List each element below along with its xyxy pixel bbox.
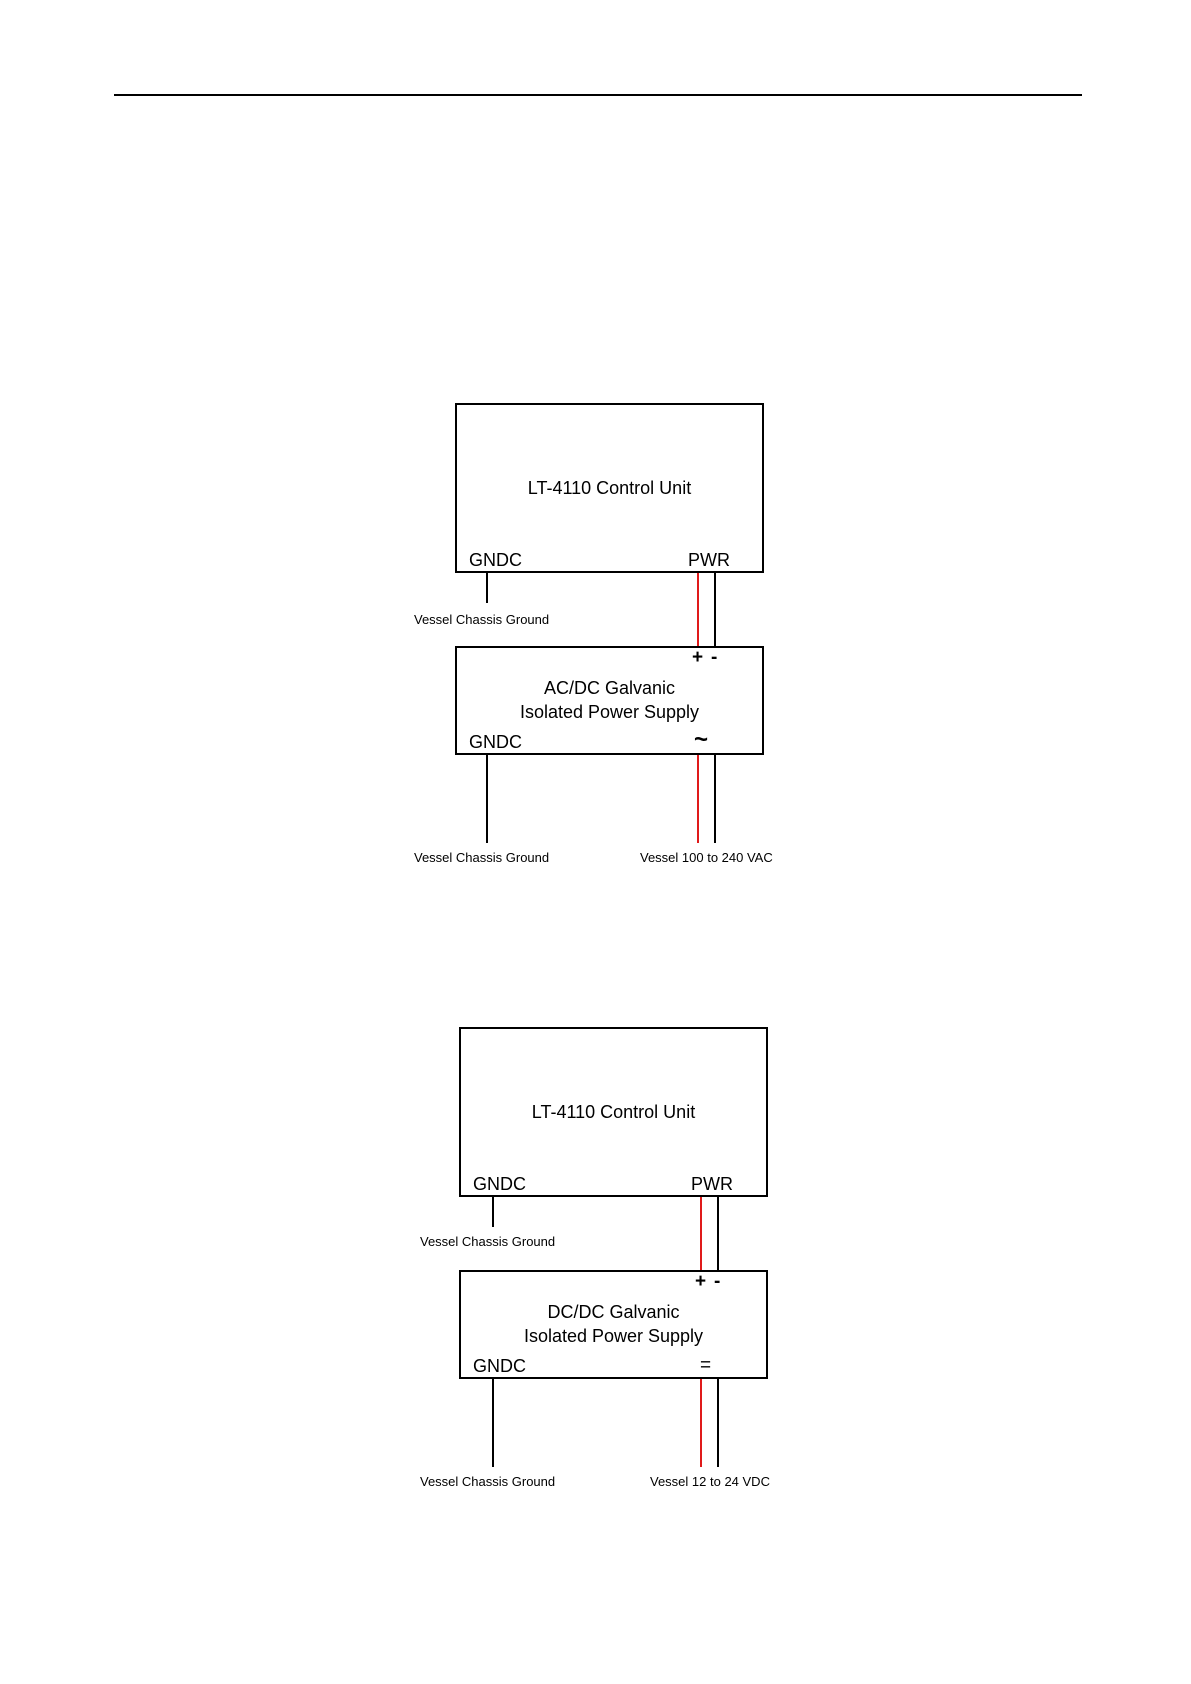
control-ground-wire	[486, 573, 488, 603]
control-unit-gndc-terminal: GNDC	[473, 1174, 526, 1194]
control-ground-label: Vessel Chassis Ground	[414, 612, 549, 628]
power-supply-gndc-terminal: GNDC	[473, 1356, 526, 1376]
input-voltage-label: Vessel 12 to 24 VDC	[650, 1474, 770, 1490]
input-negative-wire	[717, 1379, 719, 1467]
control-unit-pwr-terminal: PWR	[688, 550, 730, 570]
positive-wire	[697, 573, 699, 647]
control-unit-pwr-terminal: PWR	[691, 1174, 733, 1194]
control-ground-wire	[492, 1197, 494, 1227]
supply-ground-label: Vessel Chassis Ground	[414, 850, 549, 866]
minus-terminal: -	[711, 648, 717, 668]
negative-wire	[714, 573, 716, 647]
supply-ground-wire	[492, 1379, 494, 1467]
minus-terminal: -	[714, 1272, 720, 1292]
plus-terminal: +	[692, 648, 703, 668]
input-voltage-label: Vessel 100 to 240 VAC	[640, 850, 773, 866]
negative-wire	[717, 1197, 719, 1271]
input-positive-wire	[697, 755, 699, 843]
power-supply-title-line2: Isolated Power Supply	[455, 700, 764, 724]
positive-wire	[700, 1197, 702, 1271]
control-ground-label: Vessel Chassis Ground	[420, 1234, 555, 1250]
input-negative-wire	[714, 755, 716, 843]
control-unit-title: LT-4110 Control Unit	[455, 476, 764, 500]
supply-ground-wire	[486, 755, 488, 843]
power-supply-title-line1: DC/DC Galvanic	[459, 1300, 768, 1324]
power-supply-title-line2: Isolated Power Supply	[459, 1324, 768, 1348]
dc-symbol: =	[700, 1356, 711, 1376]
power-supply-title-line1: AC/DC Galvanic	[455, 676, 764, 700]
power-supply-gndc-terminal: GNDC	[469, 732, 522, 752]
header-rule	[114, 94, 1082, 96]
control-unit-title: LT-4110 Control Unit	[459, 1100, 768, 1124]
ac-symbol: ~	[694, 730, 708, 750]
input-positive-wire	[700, 1379, 702, 1467]
control-unit-gndc-terminal: GNDC	[469, 550, 522, 570]
supply-ground-label: Vessel Chassis Ground	[420, 1474, 555, 1490]
plus-terminal: +	[695, 1272, 706, 1292]
